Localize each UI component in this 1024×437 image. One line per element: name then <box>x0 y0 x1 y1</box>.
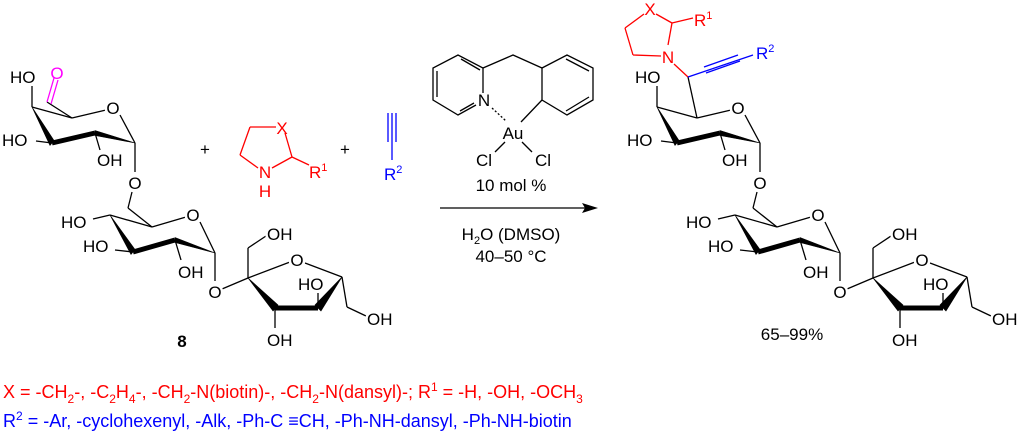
cyclic-amine: X N H R1 <box>239 119 327 201</box>
footnote-segment: -N(dansyl)-; R <box>319 382 431 402</box>
footnote-segment: 2 <box>184 392 191 406</box>
footnote-segment: = -H, -OH, -OCH <box>438 382 577 402</box>
x-label: X <box>276 119 287 138</box>
pyridine-nitrogen-label: N <box>478 91 490 110</box>
terminal-alkyne: R2 <box>384 113 402 184</box>
r1-label: R1 <box>694 10 712 30</box>
gold-label: Au <box>503 124 524 143</box>
footnote-segment: 2 <box>109 392 116 406</box>
footnote-segment: -, -C <box>74 382 109 402</box>
nitrogen-label: N <box>259 163 271 182</box>
r2-label: R2 <box>384 164 402 184</box>
x-label: X <box>644 0 655 19</box>
footnote-r2: R2 = -Ar, -cyclohexenyl, -Alk, -Ph-C ≡CH… <box>3 409 572 431</box>
footnote-segment: 2 <box>16 409 23 423</box>
plus-sign: + <box>200 140 210 159</box>
plus-sign: + <box>340 140 350 159</box>
yield-label: 65–99% <box>761 325 823 344</box>
footnote-segment: X = -CH <box>3 382 68 402</box>
footnote-segment: 1 <box>431 380 438 394</box>
footnote-segment: 3 <box>576 392 583 406</box>
reaction-arrow <box>440 203 598 213</box>
footnote-x-r1: X = -CH2-, -C2H4-, -CH2-N(biotin)-, -CH2… <box>3 380 583 406</box>
gold-catalyst: N Au Cl Cl 10 mol % <box>432 54 594 195</box>
footnote-segment: R <box>3 411 16 431</box>
footnote-segment: 2 <box>312 392 319 406</box>
aldehyde-oxygen-label: O <box>50 64 63 83</box>
trisaccharide-aldehyde-8: O 8 <box>2 64 393 351</box>
chloride-label: Cl <box>535 151 551 170</box>
catalyst-loading: 10 mol % <box>476 176 547 195</box>
propargylamine-product: X N R1 R2 65–99% <box>624 0 1018 350</box>
footnote-segment: 4 <box>129 392 136 406</box>
compound-number: 8 <box>177 332 186 351</box>
solvent-label: H2O (DMSO) <box>462 225 561 247</box>
footnote-segment: -N(biotin)-, -CH <box>190 382 312 402</box>
footnote-segment: 2 <box>68 392 75 406</box>
r2-label: R2 <box>756 43 774 63</box>
footnote-segment: = -Ar, -cyclohexenyl, -Alk, -Ph-C ≡CH, -… <box>23 411 572 431</box>
hydrogen-label: H <box>259 182 271 201</box>
r1-label: R1 <box>309 162 327 182</box>
temperature-label: 40–50 °C <box>475 247 546 266</box>
chloride-label: Cl <box>476 151 492 170</box>
footnote-segment: H <box>116 382 129 402</box>
footnote-segment: -, -CH <box>136 382 184 402</box>
nitrogen-label: N <box>662 48 674 67</box>
